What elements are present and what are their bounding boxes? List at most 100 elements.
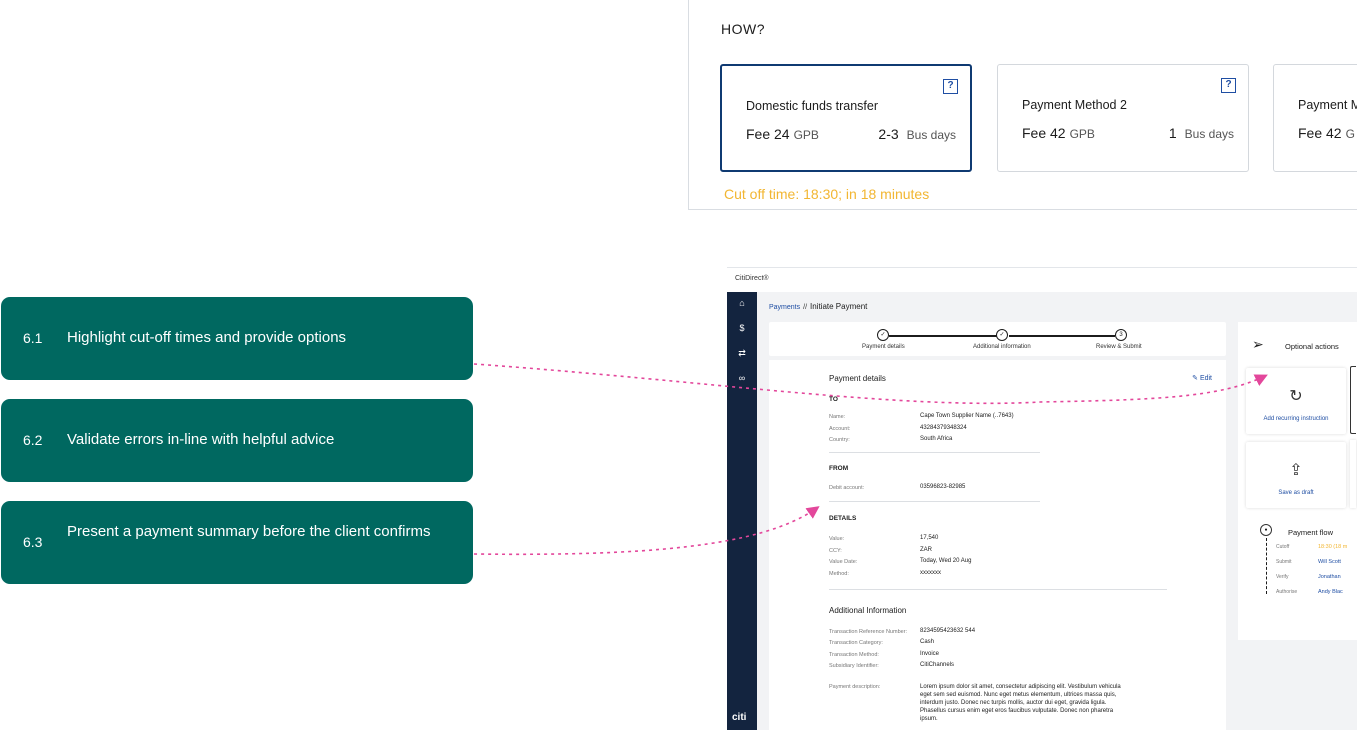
section-from: FROM (829, 465, 849, 472)
payment-description: Lorem ipsum dolor sit amet, consectetur … (920, 684, 1121, 722)
field-key: Payment description: (829, 684, 881, 690)
fee-label: Fee (1022, 125, 1047, 141)
edit-label: Edit (1199, 375, 1212, 382)
callout-number: 6.3 (23, 534, 43, 550)
field-value: Cape Town Supplier Name (..7643) (920, 413, 1014, 419)
fee-value: 42 (1050, 125, 1066, 141)
method-name: Domestic funds transfer (746, 99, 878, 113)
field-value: 03596823-82985 (920, 484, 966, 490)
divider (829, 452, 1040, 453)
callout-text: Validate errors in-line with helpful adv… (67, 431, 335, 448)
logo-text: citi (732, 712, 747, 723)
callout-6-2: 6.2 Validate errors in-line with helpful… (1, 399, 473, 482)
callout-6-3: 6.3 Present a payment summary before the… (1, 501, 473, 584)
step-3-number[interactable]: 3 (1115, 329, 1127, 341)
step-connector (1009, 335, 1115, 337)
step-label: Payment details (862, 344, 905, 350)
section-to: TO (829, 396, 838, 403)
step-label: Additional information (973, 344, 1031, 350)
flow-step-value[interactable]: Will Scott (1318, 559, 1341, 565)
callout-number: 6.2 (23, 432, 43, 448)
field-key: Value: (829, 536, 845, 542)
callout-text: Present a payment summary before the cli… (67, 523, 431, 540)
action-label: Save as draft (1278, 490, 1314, 496)
field-key: Value Date: (829, 559, 858, 565)
dollar-icon[interactable]: $ (739, 323, 745, 333)
field-key: Transaction Method: (829, 652, 879, 658)
field-value: Cash (920, 639, 935, 645)
flow-step-key: Cutoff (1276, 544, 1290, 550)
field-value: CitiChannels (920, 662, 955, 668)
field-key: Debit account: (829, 485, 865, 491)
field-key: Country: (829, 437, 850, 443)
breadcrumb-current: Initiate Payment (810, 302, 868, 311)
help-icon[interactable]: ? (943, 79, 958, 94)
divider (829, 501, 1040, 502)
method-name: Payment Method 2 (1022, 98, 1127, 112)
method-name: Payment M (1298, 98, 1357, 112)
field-key: Method: (829, 571, 849, 577)
transfer-icon[interactable]: ⇄ (738, 348, 746, 358)
field-key: Transaction Reference Number: (829, 629, 908, 635)
side-nav: ⌂ $ ⇄ ∞ citi (727, 292, 757, 730)
link-icon[interactable]: ∞ (738, 373, 746, 383)
payment-details-card: Payment details ✎ Edit TO Name: Cape Tow… (769, 360, 1226, 730)
fee-currency: GPB (793, 128, 819, 142)
breadcrumb-separator: // (803, 304, 808, 311)
fee-currency: G (1345, 127, 1355, 141)
flow-step-key: Authorise (1276, 589, 1298, 595)
action-label: Add recurring instruction (1263, 416, 1329, 422)
flow-step-value[interactable]: Andy Blac (1318, 589, 1343, 595)
flow-step-key: Submit (1276, 559, 1292, 565)
flow-timeline (1265, 538, 1267, 594)
field-value: South Africa (920, 436, 953, 442)
field-value: ZAR (920, 547, 932, 553)
fee-value: 42 (1326, 125, 1342, 141)
navigation-arrow-icon: ➢ (1252, 336, 1264, 352)
help-icon[interactable]: ? (1221, 78, 1236, 93)
step-connector (889, 335, 999, 337)
field-key: Name: (829, 414, 846, 420)
field-value: xxxxxxx (920, 570, 941, 576)
citi-logo: citi (732, 712, 746, 723)
flow-step-value: 18:30 (18 m (1318, 544, 1348, 550)
field-value: 43284379348324 (920, 425, 967, 431)
add-recurring-instruction-button[interactable]: ↻ Add recurring instruction (1246, 368, 1346, 434)
optional-actions-title: Optional actions (1285, 342, 1339, 351)
field-value: Invoice (920, 651, 940, 657)
breadcrumb-payments[interactable]: Payments (769, 304, 801, 311)
save-as-draft-button[interactable]: ⇪ Save as draft (1246, 442, 1346, 508)
home-icon[interactable]: ⌂ (739, 298, 745, 308)
section-additional-info: Additional Information (829, 606, 907, 615)
flow-step-key: Verify (1276, 574, 1289, 580)
section-details: DETAILS (829, 515, 857, 522)
fee-label: Fee (1298, 125, 1323, 141)
callout-text: Highlight cut-off times and provide opti… (67, 329, 347, 346)
action-tile-partial[interactable] (1350, 366, 1356, 434)
action-tile-partial[interactable] (1350, 440, 1356, 508)
app-title-bar: CitiDirect® (727, 268, 1357, 292)
save-draft-icon: ⇪ (1289, 462, 1303, 479)
divider (829, 589, 1167, 590)
field-key: CCY: (829, 548, 842, 554)
field-key: Transaction Category: (829, 640, 883, 646)
flow-step-value[interactable]: Jonathan (1318, 574, 1341, 580)
field-value: 8234595423632 544 (920, 628, 976, 634)
step-1-check-icon[interactable]: ✓ (877, 329, 889, 341)
step-2-check-icon[interactable]: ✓ (996, 329, 1008, 341)
field-key: Account: (829, 426, 851, 432)
days-value: 2-3 (878, 126, 899, 142)
edit-button[interactable]: ✎ Edit (1192, 375, 1212, 382)
payment-flow-title: Payment flow (1288, 528, 1334, 537)
progress-stepper: ✓ ✓ 3 Payment details Additional informa… (769, 322, 1226, 356)
field-value: Today, Wed 20 Aug (920, 558, 972, 564)
